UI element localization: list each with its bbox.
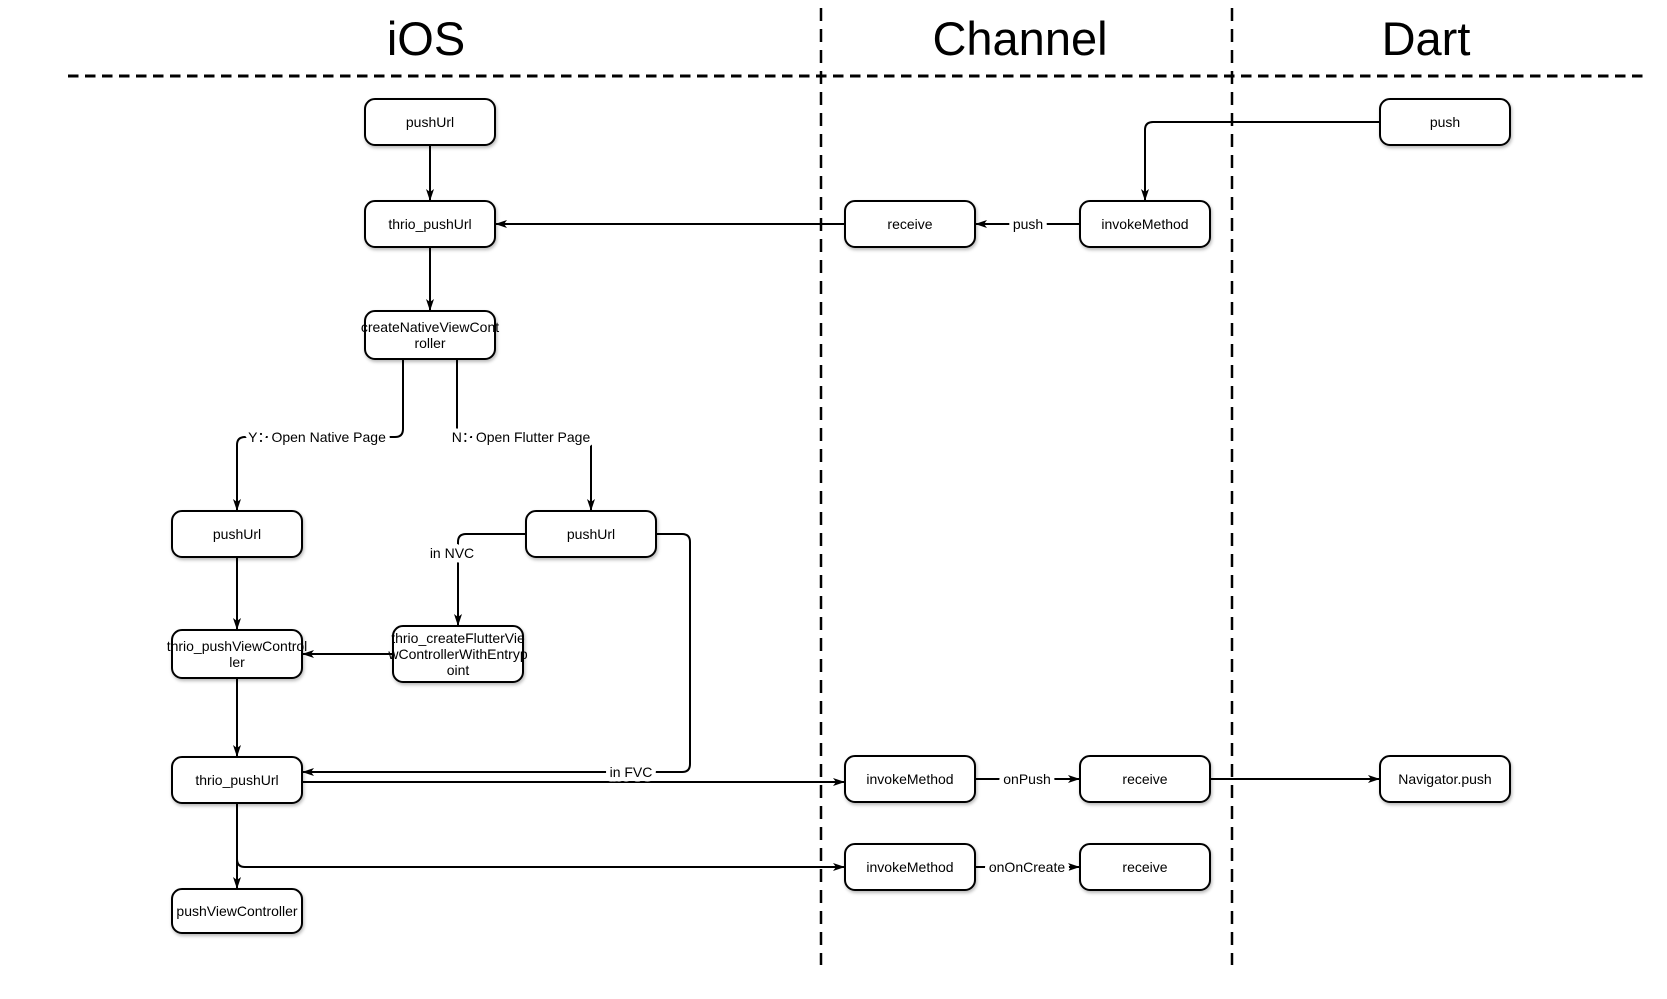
node-invokemethod-onpush-label: invokeMethod [866, 771, 953, 787]
node-invokemethod-ononcreate-label: invokeMethod [866, 859, 953, 875]
edge-label-onpush: onPush [1003, 771, 1050, 787]
node-pushviewcontroller: pushViewController [171, 888, 303, 934]
node-thrio-createflutter-label-line1: thrio_createFlutterVie [391, 630, 525, 646]
edge-label-ononcreate: onOnCreate [989, 859, 1065, 875]
node-thrio-pushviewcontroller-label-line1: thrio_pushViewControl [167, 638, 308, 654]
node-invokemethod-ononcreate: invokeMethod [844, 843, 976, 891]
edge-branch-open-native-page [233, 359, 404, 511]
node-pushviewcontroller-label: pushViewController [176, 903, 297, 919]
node-pushurl-top-label: pushUrl [406, 114, 454, 130]
edge-label-in-nvc: in NVC [430, 545, 474, 561]
node-thrio-pushurl-2: thrio_pushUrl [171, 756, 303, 804]
edge-branch-open-flutter-page [456, 359, 595, 511]
node-thrio-pushviewcontroller: thrio_pushViewControl ler [167, 629, 308, 679]
lane-title-channel: Channel [932, 12, 1107, 65]
node-pushurl-native: pushUrl [171, 510, 303, 558]
edge-label-open-flutter-page: N：Open Flutter Page [452, 429, 591, 445]
node-navigator-push-label: Navigator.push [1398, 771, 1491, 787]
node-thrio-pushviewcontroller-label-line2: ler [229, 654, 245, 670]
node-createnativeviewcontroller: createNativeViewCont roller [361, 310, 499, 360]
edge-pushurl-in-nvc [454, 533, 526, 626]
edge-label-push: push [1013, 216, 1043, 232]
node-thrio-createflutterviewcontrollerwithentrypoint: thrio_createFlutterVie wControllerWithEn… [387, 625, 528, 683]
edge-label-open-native-page: Y：Open Native Page [248, 429, 386, 445]
node-pushurl-native-label: pushUrl [213, 526, 261, 542]
node-receive-ononcreate: receive [1079, 843, 1211, 891]
node-receive-push: receive [844, 200, 976, 248]
edge-push-to-invokemethod [1141, 121, 1380, 201]
lane-title-dart: Dart [1382, 12, 1471, 65]
node-invokemethod-onpush: invokeMethod [844, 755, 976, 803]
node-thrio-pushurl-top-label: thrio_pushUrl [388, 216, 471, 232]
node-push-label: push [1430, 114, 1460, 130]
edge-label-in-fvc: in FVC [610, 764, 653, 780]
node-receive-ononcreate-label: receive [1122, 859, 1167, 875]
node-receive-push-label: receive [887, 216, 932, 232]
node-thrio-pushurl-top: thrio_pushUrl [364, 200, 496, 248]
node-thrio-createflutter-label-line2: wControllerWithEntryp [387, 646, 527, 662]
edge-pushurl-in-fvc [302, 533, 691, 776]
node-pushurl-top: pushUrl [364, 98, 496, 146]
node-thrio-createflutter-label-line3: oint [447, 662, 470, 678]
lane-title-ios: iOS [387, 12, 465, 65]
node-navigator-push: Navigator.push [1379, 755, 1511, 803]
node-pushurl-flutter-label: pushUrl [567, 526, 615, 542]
node-invokemethod-push: invokeMethod [1079, 200, 1211, 248]
node-push: push [1379, 98, 1511, 146]
node-createnativeviewcontroller-label-line1: createNativeViewCont [361, 319, 499, 335]
node-pushurl-flutter: pushUrl [525, 510, 657, 558]
node-receive-onpush-label: receive [1122, 771, 1167, 787]
node-createnativeviewcontroller-label-line2: roller [414, 335, 445, 351]
node-receive-onpush: receive [1079, 755, 1211, 803]
node-invokemethod-push-label: invokeMethod [1101, 216, 1188, 232]
edge-thrio-pushurl-to-invokemethod-ononcreate [236, 840, 845, 871]
node-thrio-pushurl-2-label: thrio_pushUrl [195, 772, 278, 788]
